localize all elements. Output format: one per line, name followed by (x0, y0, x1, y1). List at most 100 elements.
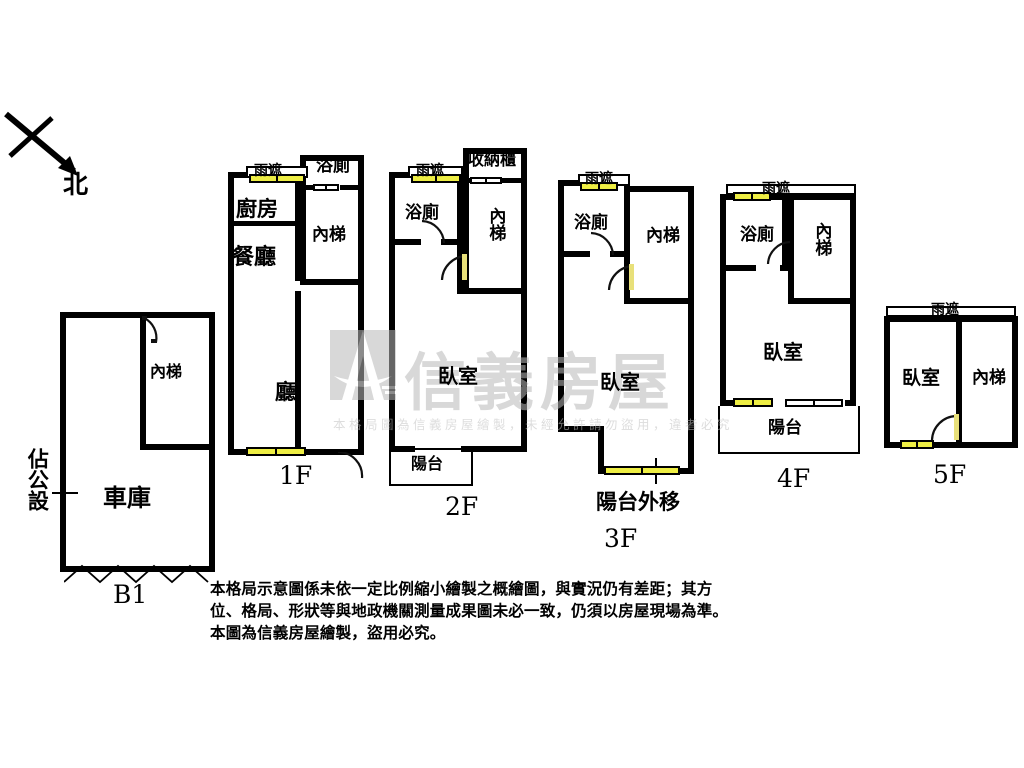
2f-wall-bottom-right (461, 446, 527, 452)
1f-kitchen-divider (228, 221, 300, 226)
2f-label-awning: 雨遮 (416, 163, 444, 179)
3f-window-top (580, 182, 618, 191)
2f-bath-divider (389, 239, 421, 245)
1f-stair-wall-right (358, 155, 364, 285)
b1-label-garage: 車庫 (103, 484, 151, 512)
2f-cabinet-opening (470, 177, 502, 184)
1f-window-kitchen (249, 174, 305, 183)
3f-stair-wall-right (688, 186, 694, 304)
1f-floor-caption: 1F (279, 461, 313, 490)
3f-wall-top-left (558, 180, 580, 186)
public-area-leader-line (52, 492, 78, 494)
3f-wall-step-h (558, 426, 604, 432)
3f-floor-caption: 3F (604, 524, 638, 553)
b1-label-inner-stair: 內梯 (150, 362, 183, 381)
5f-bedroom-door-leaf (954, 414, 959, 440)
2f-cabinet-divider-b (502, 178, 527, 183)
5f-wall-bottom (884, 442, 1018, 448)
1f-label-dining: 餐廳 (232, 245, 277, 270)
1f-entry-door (336, 452, 368, 484)
3f-label-inner-stair: 內梯 (646, 226, 680, 246)
4f-stair-wall-bottom (788, 298, 856, 304)
b1-wall-top (60, 312, 215, 318)
2f-bathroom-door (420, 219, 446, 245)
3f-bathroom-door (589, 231, 615, 257)
4f-bath-wall-right (782, 200, 788, 270)
1f-bath-divider-b (340, 185, 364, 190)
2f-cabinet-divider-a (463, 178, 471, 183)
5f-label-awning: 雨遮 (931, 302, 959, 318)
1f-wall-top-left (228, 172, 250, 178)
2f-balcony-left (389, 452, 391, 486)
2f-stair-wall-right (521, 148, 527, 294)
3f-stair-wall-bottom (624, 298, 694, 304)
2f-wall-right (521, 294, 527, 452)
b1-garage-opening (63, 562, 214, 588)
2f-bath-divider-b (441, 239, 463, 245)
1f-bath-door-opening (313, 184, 339, 191)
5f-floor-caption: 5F (933, 460, 967, 489)
2f-window-top (411, 174, 461, 183)
2f-label-bedroom: 臥室 (438, 364, 478, 388)
1f-wall-bottom-right (336, 449, 364, 455)
3f-stair-wall-top (624, 186, 694, 192)
1f-stair-wall-top (300, 155, 364, 161)
disclaimer-text: 本格局示意圖係未依一定比例縮小繪製之概繪圖，與實況仍有差距；其方 位、格局、形狀… (210, 578, 810, 644)
1f-label-living: 廳 (275, 380, 296, 404)
1f-wall-mid (295, 178, 301, 281)
4f-window-bottom (733, 398, 773, 407)
2f-wall-top-left (389, 172, 411, 178)
1f-bath-divider-a (300, 185, 314, 190)
1f-label-kitchen: 廚房 (236, 197, 278, 221)
3f-label-bedroom: 臥室 (600, 370, 640, 394)
b1-stair-wall-bottom (140, 444, 215, 450)
4f-stair-wall-left (788, 200, 794, 304)
2f-label-bathroom: 浴廁 (405, 203, 439, 223)
3f-wall-right (688, 298, 694, 474)
b1-floor-caption: B1 (113, 580, 148, 609)
1f-label-awning: 雨遮 (254, 163, 282, 179)
1f-stair-wall-bottom (300, 279, 364, 285)
4f-balcony-right (858, 406, 860, 454)
north-arrow-icon (2, 108, 92, 192)
disclaimer-line-3: 本圖為信義房屋繪製，盜用必究。 (210, 624, 446, 642)
1f-label-inner-stair: 內梯 (312, 225, 346, 245)
b1-stair-door (142, 316, 176, 346)
2f-balcony-right (471, 452, 473, 486)
b1-wall-bottom (60, 566, 215, 572)
4f-floor-caption: 4F (777, 464, 811, 493)
4f-bath-divider (720, 265, 756, 271)
3f-label-awning: 雨遮 (585, 171, 613, 187)
1f-label-bathroom: 浴廁 (316, 156, 350, 176)
disclaimer-line-2: 位、格局、形狀等與地政機關測量成果圖未必一致，仍須以房屋現場為準。 (210, 602, 729, 620)
4f-awning (726, 184, 856, 195)
2f-label-balcony: 陽台 (411, 454, 444, 473)
4f-label-bedroom: 臥室 (763, 340, 803, 364)
1f-window-living (246, 447, 306, 456)
3f-label-bathroom: 浴廁 (574, 213, 608, 233)
2f-stair-wall-bottom (457, 288, 527, 294)
1f-wall-left (228, 172, 234, 455)
2f-stair-wall-left (463, 148, 469, 294)
3f-bath-divider-b (610, 251, 630, 257)
5f-wall-right (1012, 316, 1018, 448)
5f-awning (886, 306, 1016, 317)
4f-wall-left (720, 194, 726, 406)
5f-wall-mid (956, 322, 962, 442)
b1-wall-right (209, 312, 215, 572)
4f-window-top (733, 192, 771, 201)
3f-bedroom-door-leaf (629, 264, 634, 290)
5f-wall-left (884, 316, 890, 448)
2f-wall-mid (457, 178, 463, 294)
3f-wall-mid (624, 186, 630, 304)
north-label: 北 (63, 170, 89, 199)
2f-label-inner-stair: 內梯 (485, 207, 506, 241)
3f-bath-divider (558, 251, 590, 257)
b1-stair-wall-left (140, 318, 146, 450)
3f-wall-left (558, 180, 564, 430)
4f-balcony-left (718, 406, 720, 454)
3f-window-balcony (604, 466, 680, 475)
3f-wall-step-v (598, 426, 604, 472)
1f-wall-mid-lower (295, 291, 301, 455)
